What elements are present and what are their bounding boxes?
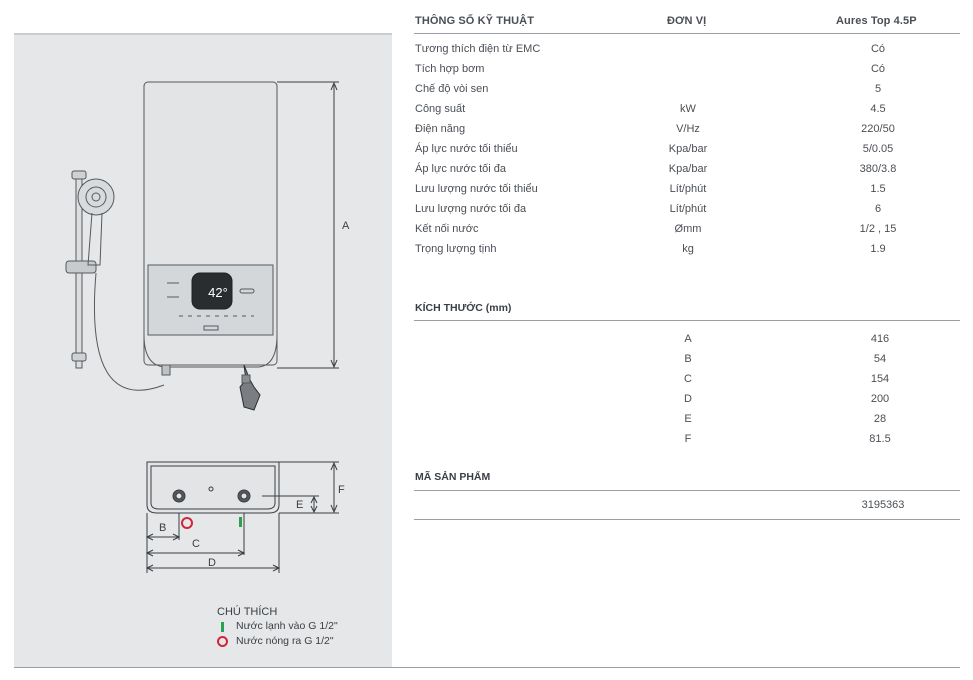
dimension-a bbox=[277, 81, 339, 369]
header-spec: THÔNG SỐ KỸ THUẬT bbox=[415, 15, 535, 27]
table-header bbox=[0, 0, 973, 34]
spec-unit: Ømm bbox=[674, 223, 702, 235]
spec-value: 1/2 , 15 bbox=[859, 223, 897, 235]
dimension-key: B bbox=[684, 353, 692, 365]
label-b: B bbox=[159, 522, 166, 534]
spec-unit: Lít/phút bbox=[669, 203, 707, 215]
spec-value: 6 bbox=[874, 203, 882, 215]
label-e: E bbox=[296, 499, 303, 511]
bottom-divider bbox=[14, 667, 960, 668]
spec-value: Có bbox=[870, 63, 886, 75]
spec-label: Áp lực nước tối thiểu bbox=[415, 143, 518, 155]
legend-hot: Nước nóng ra G 1/2" bbox=[236, 635, 334, 647]
spec-value: 1.5 bbox=[870, 183, 886, 195]
spec-label: Lưu lượng nước tối đa bbox=[415, 203, 527, 215]
header-model: Aures Top 4.5P bbox=[836, 15, 917, 27]
spec-unit: kg bbox=[682, 243, 694, 255]
spec-label: Tích hợp bơm bbox=[415, 63, 485, 75]
dimensions-ef bbox=[262, 461, 339, 514]
legend-title: CHÚ THÍCH bbox=[217, 606, 278, 618]
cold-inlet-marker bbox=[239, 517, 242, 527]
heater-diagram: 42° A bbox=[65, 81, 350, 573]
spec-unit: Kpa/bar bbox=[668, 143, 708, 155]
dimension-key: A bbox=[684, 333, 692, 345]
spec-value: 4.5 bbox=[870, 103, 886, 115]
spec-value: 1.9 bbox=[870, 243, 886, 255]
dimension-value: 54 bbox=[873, 353, 887, 365]
diagram-panel: 42° A bbox=[14, 35, 392, 667]
dimensions-divider bbox=[414, 320, 960, 321]
spec-value: Có bbox=[870, 43, 886, 55]
label-f: F bbox=[338, 484, 345, 496]
spec-label: Kết nối nước bbox=[415, 223, 479, 235]
label-d: D bbox=[208, 557, 216, 569]
header-divider-left bbox=[14, 33, 392, 35]
spec-unit: kW bbox=[680, 103, 696, 115]
product-code-title: MÃ SẢN PHẨM bbox=[415, 471, 491, 483]
product-code-divider bbox=[414, 490, 960, 491]
dimension-key: F bbox=[684, 433, 692, 445]
header-divider-right bbox=[414, 33, 960, 34]
heater-bottom-view bbox=[146, 461, 280, 514]
spec-value: 5/0.05 bbox=[862, 143, 894, 155]
dimension-value: 416 bbox=[870, 333, 890, 345]
dimensions-title: KÍCH THƯỚC (mm) bbox=[415, 302, 512, 314]
spec-label: Tương thích điện từ EMC bbox=[415, 43, 541, 55]
dimension-value: 200 bbox=[870, 393, 890, 405]
spec-unit: Lít/phút bbox=[669, 183, 707, 195]
legend-cold: Nước lạnh vào G 1/2" bbox=[236, 620, 338, 632]
spec-value: 5 bbox=[874, 83, 882, 95]
spec-value: 220/50 bbox=[861, 123, 895, 135]
dimension-value: 154 bbox=[870, 373, 890, 385]
spec-label: Điện năng bbox=[415, 123, 466, 135]
hot-outlet-marker bbox=[181, 517, 193, 529]
spec-label: Chế độ vòi sen bbox=[415, 83, 489, 95]
dimension-value: 28 bbox=[873, 413, 887, 425]
shower-set bbox=[65, 170, 165, 391]
spec-label: Áp lực nước tối đa bbox=[415, 163, 507, 175]
spec-label: Trọng lượng tịnh bbox=[415, 243, 497, 255]
dimensions-bcd bbox=[145, 513, 281, 573]
dimension-key: D bbox=[684, 393, 692, 405]
dimension-key: C bbox=[684, 373, 692, 385]
label-a: A bbox=[342, 220, 350, 232]
dimension-key: E bbox=[684, 413, 692, 425]
spec-unit: Kpa/bar bbox=[668, 163, 708, 175]
product-code-bottom-divider bbox=[414, 519, 960, 520]
header-unit: ĐƠN VỊ bbox=[667, 15, 707, 27]
spec-unit: V/Hz bbox=[676, 123, 700, 135]
dimension-value: 81.5 bbox=[869, 433, 891, 445]
spec-value: 380/3.8 bbox=[859, 163, 897, 175]
spec-label: Lưu lượng nước tối thiểu bbox=[415, 183, 538, 195]
cold-water-icon bbox=[221, 622, 224, 632]
hot-water-icon bbox=[217, 636, 228, 647]
product-code-value: 3195363 bbox=[861, 499, 905, 511]
spec-label: Công suất bbox=[415, 103, 466, 115]
label-c: C bbox=[192, 538, 200, 550]
display-temp: 42° bbox=[208, 285, 228, 300]
heater-front-view bbox=[143, 81, 278, 411]
